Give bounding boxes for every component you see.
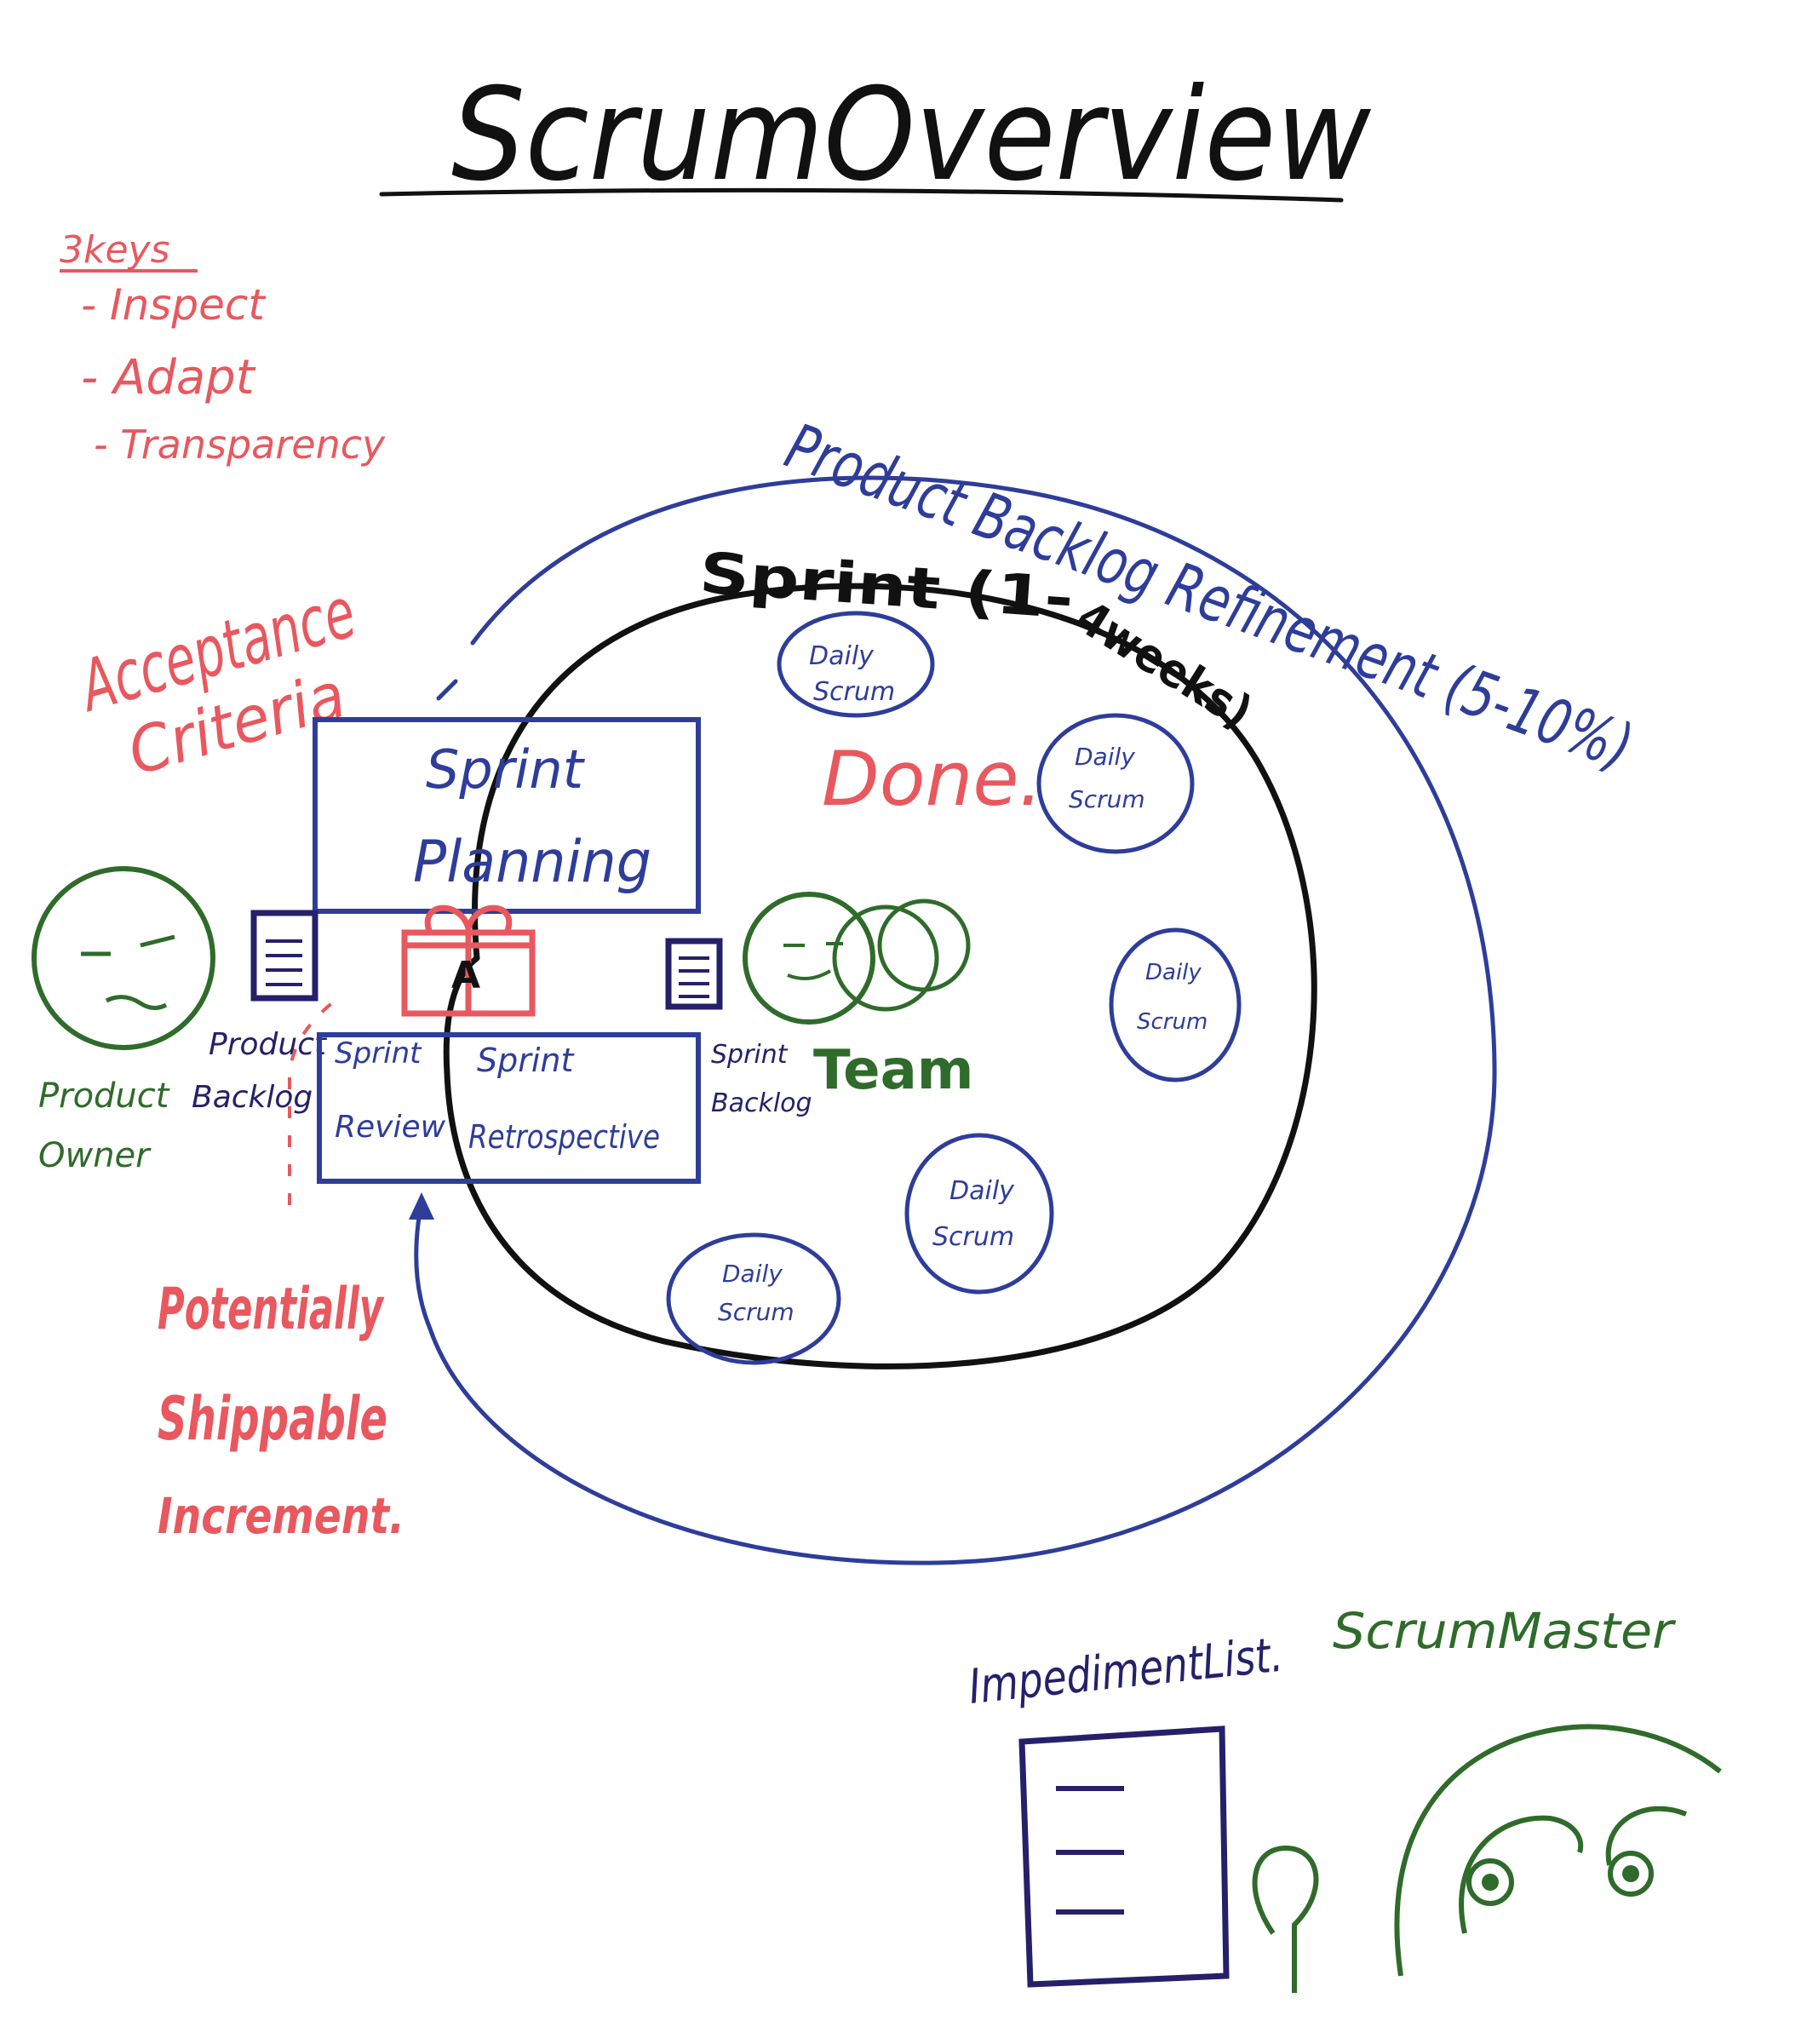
product-owner-eyes (81, 934, 175, 956)
sprint-retrospective-label: Sprint (477, 1042, 576, 1079)
daily-scrum-label: Scrum (1069, 785, 1145, 813)
sprint-review-label: Review (335, 1110, 446, 1145)
product-backlog-label: Product (209, 1027, 328, 1062)
impediment-list-label: ImpedimentList. (967, 1628, 1286, 1715)
sprint-backlog-document-icon (665, 938, 723, 1010)
daily-scrum-label: Daily (1075, 743, 1135, 771)
product-backlog-refinement-loop (414, 475, 1497, 1565)
increment-marker: A (451, 954, 480, 997)
sprint-planning-label: Planning (413, 829, 651, 896)
daily-scrum-label: Scrum (813, 677, 895, 707)
daily-scrum: Daily Scrum (1109, 927, 1242, 1082)
team-member-face (832, 904, 939, 1012)
product-owner-label: Owner (38, 1136, 152, 1175)
team-label: Team (813, 1039, 973, 1102)
sprint-review-label: Sprint (335, 1036, 422, 1071)
key-transparency: - Transparency (94, 422, 386, 468)
sprint-retrospective-label: Retrospective (468, 1118, 660, 1156)
refinement-loop-arrowhead (409, 1192, 434, 1220)
daily-scrum: Daily Scrum (904, 1133, 1054, 1295)
sprint-backlog-label: Sprint (711, 1040, 789, 1070)
product-owner-figure (32, 866, 215, 1050)
sprint-planning-label: Sprint (426, 738, 586, 801)
product-owner-label: Product (38, 1077, 170, 1116)
increment-dashed-connector (288, 995, 342, 1205)
product-backlog-document-icon (250, 910, 318, 1002)
product-owner-mouth (105, 995, 168, 1010)
product-owner-face (32, 866, 215, 1050)
daily-scrum-label: Daily (949, 1176, 1015, 1206)
daily-scrum-loop (666, 1232, 841, 1365)
product-backlog-label: Backlog (192, 1080, 313, 1115)
daily-scrum: Daily Scrum (777, 611, 935, 718)
team-figure (743, 892, 971, 1025)
daily-scrum-label: Scrum (932, 1222, 1014, 1252)
increment-gift-icon (401, 904, 536, 1017)
potentially-shippable-increment-label: Shippable (158, 1384, 387, 1454)
daily-scrum: Daily Scrum (666, 1232, 841, 1365)
daily-scrum: Daily Scrum (1036, 713, 1195, 854)
sprint-cycle-circle (443, 583, 1317, 1369)
daily-scrum-loop (904, 1133, 1054, 1295)
daily-scrum-label: Daily (1145, 960, 1202, 985)
daily-scrum-loop (777, 611, 935, 718)
scrum-master-label: ScrumMaster (1333, 1602, 1676, 1660)
key-adapt: - Adapt (81, 350, 256, 405)
impediment-list-document-icon (1018, 1725, 1230, 1988)
potentially-shippable-increment-label: Increment. (158, 1487, 404, 1545)
potentially-shippable-increment-label: Potentially (158, 1276, 385, 1343)
three-keys-note: 3keys - Inspect - Adapt - Transparency (60, 228, 386, 468)
team-member-face (877, 899, 971, 992)
scrum-master-figures (1252, 1724, 1722, 1993)
sprint-backlog-label: Backlog (711, 1088, 812, 1118)
refinement-loop-stub (436, 679, 458, 701)
sprint-review-retrospective-box (317, 1032, 701, 1184)
three-keys-heading: 3keys (60, 228, 170, 272)
page-title: ScrumOverview (451, 61, 1371, 210)
team-member-face (743, 892, 875, 1025)
title-underline (379, 187, 1344, 203)
daily-scrum-label: Daily (722, 1260, 783, 1288)
daily-scrum-loop (1036, 713, 1195, 854)
daily-scrum-label: Scrum (718, 1298, 795, 1326)
done-label: Done. (822, 735, 1043, 823)
daily-scrum-label: Daily (809, 641, 875, 671)
daily-scrum-label: Scrum (1137, 1009, 1208, 1035)
key-inspect: - Inspect (81, 280, 267, 330)
daily-scrum-loop (1109, 927, 1242, 1082)
